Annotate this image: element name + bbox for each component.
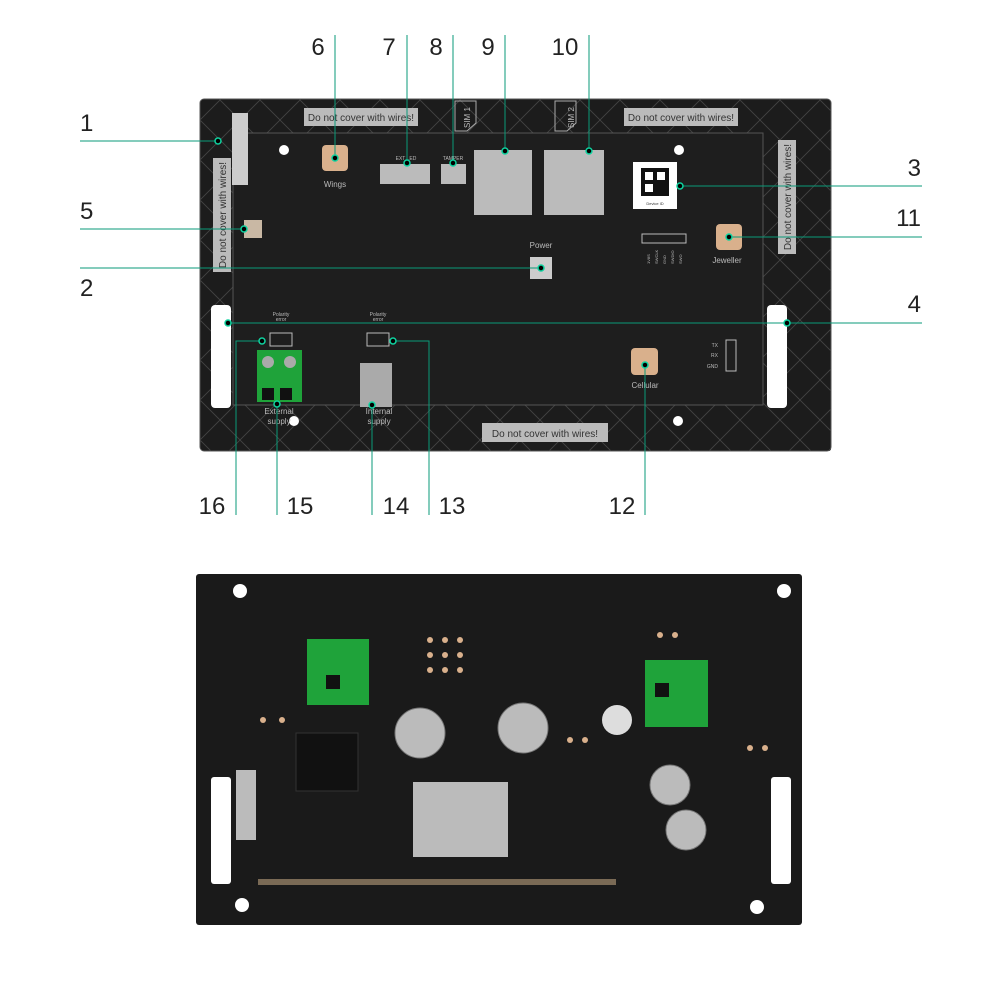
svg-text:Device ID: Device ID — [646, 201, 663, 206]
svg-text:Do not cover with wires!: Do not cover with wires! — [492, 429, 598, 440]
callout-3: 3 — [908, 155, 921, 182]
callout-10: 10 — [552, 34, 579, 61]
callout-16: 16 — [199, 493, 226, 520]
callout-1: 1 — [80, 110, 93, 137]
callout-dots — [214, 137, 791, 409]
tamper-switch — [232, 113, 248, 185]
internal-supply-connector — [360, 363, 392, 407]
wings-label: Wings — [324, 180, 346, 189]
uart-header — [725, 339, 737, 372]
svg-text:TX: TX — [712, 343, 719, 349]
svg-text:error: error — [276, 317, 287, 323]
svg-text:Do not cover with wires!: Do not cover with wires! — [218, 162, 229, 268]
svg-text:Do not cover with wires!: Do not cover with wires! — [783, 144, 794, 250]
tamper-connector — [441, 164, 466, 184]
microcontroller — [295, 732, 359, 792]
callout-numbers: 1 2 3 4 5 6 7 8 9 10 11 12 13 14 15 16 — [80, 34, 921, 520]
callout-11: 11 — [896, 205, 921, 232]
polarity-error-led-internal — [366, 332, 390, 347]
svg-text:SIM 1: SIM 1 — [463, 107, 472, 128]
svg-text:supply: supply — [267, 417, 290, 426]
svg-text:supply: supply — [367, 417, 390, 426]
svg-text:error: error — [373, 317, 384, 323]
warning-label-left: Do not cover with wires! — [213, 158, 231, 272]
callout-2: 2 — [80, 275, 93, 302]
callout-14: 14 — [383, 493, 410, 520]
mounting-slot-left — [211, 305, 231, 408]
callout-5: 5 — [80, 198, 93, 225]
warning-label-right: Do not cover with wires! — [778, 140, 796, 254]
svg-text:GND: GND — [662, 255, 667, 264]
board-front: Do not cover with wires! Do not cover wi… — [199, 98, 832, 452]
svg-text:RX: RX — [711, 353, 719, 359]
device-id-qr-label: Device ID — [633, 162, 677, 209]
callout-9: 9 — [481, 34, 494, 61]
shield-can — [413, 782, 508, 857]
polarity-error-led-external — [269, 332, 293, 347]
warning-label-top-left: Do not cover with wires! — [304, 108, 418, 126]
gsm-module — [307, 639, 369, 705]
callout-12: 12 — [609, 493, 636, 520]
led-indicator — [244, 220, 262, 238]
callout-8: 8 — [429, 34, 442, 61]
svg-text:Do not cover with wires!: Do not cover with wires! — [308, 113, 414, 124]
warning-label-bottom: Do not cover with wires! — [482, 423, 608, 442]
callout-15: 15 — [287, 493, 314, 520]
board-back — [196, 574, 802, 925]
svg-text:SWO: SWO — [678, 254, 683, 264]
ext-led-connector — [380, 164, 430, 184]
svg-text:GND: GND — [707, 364, 719, 370]
svg-text:External: External — [264, 407, 294, 416]
callout-lines — [80, 35, 922, 515]
svg-text:Polarity: Polarity — [370, 312, 387, 318]
mounting-slot-right — [767, 305, 787, 408]
warning-label-top-right: Do not cover with wires! — [624, 108, 738, 126]
swd-header — [641, 233, 687, 244]
svg-text:EXT LED: EXT LED — [396, 156, 417, 162]
svg-text:SWCLK: SWCLK — [654, 249, 659, 264]
callout-7: 7 — [382, 34, 395, 61]
callout-13: 13 — [439, 493, 466, 520]
svg-text:Polarity: Polarity — [273, 312, 290, 318]
svg-text:Jeweller: Jeweller — [712, 256, 742, 265]
svg-text:1V8S: 1V8S — [646, 254, 651, 264]
callout-4: 4 — [908, 291, 921, 318]
radio-module — [645, 660, 708, 727]
svg-text:Do not cover with wires!: Do not cover with wires! — [628, 113, 734, 124]
callout-6: 6 — [311, 34, 324, 61]
svg-text:Power: Power — [530, 241, 553, 250]
svg-text:SWDIO: SWDIO — [670, 250, 675, 264]
svg-text:SIM 2: SIM 2 — [567, 107, 576, 128]
sim1-slot: SIM 1 — [454, 100, 532, 215]
svg-text:Internal: Internal — [366, 407, 393, 416]
sim2-slot: SIM 2 — [544, 100, 604, 215]
